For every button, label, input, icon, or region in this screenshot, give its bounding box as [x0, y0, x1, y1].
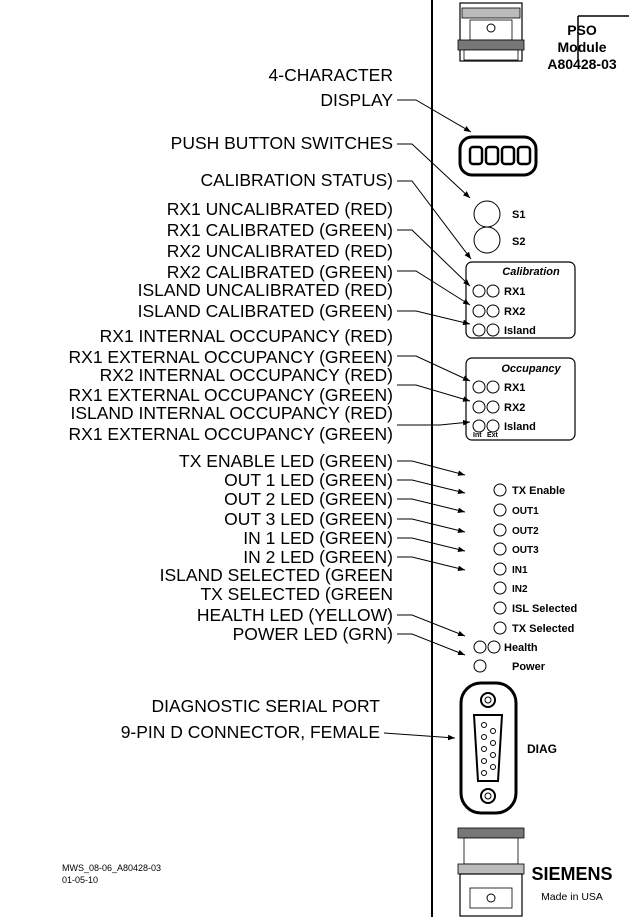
callout-cal-2: RX1 CALIBRATED (GREEN) [167, 220, 393, 240]
led-tx-enable [493, 483, 507, 497]
tx-selected-label: TX Selected [512, 623, 574, 635]
push-button-s2[interactable] [473, 226, 501, 254]
callout-diag-line-1: DIAGNOSTIC SERIAL PORT [151, 696, 380, 716]
made-in-usa: Made in USA [541, 891, 603, 903]
occ-island-label: Island [504, 421, 536, 433]
callout-led-1: TX ENABLE LED (GREEN) [179, 451, 393, 471]
s2-label: S2 [512, 236, 525, 248]
led-isl-selected [493, 601, 507, 615]
siemens-brand: SIEMENS [531, 864, 612, 884]
callout-occ-1: RX1 INTERNAL OCCUPANCY (RED) [100, 326, 393, 346]
callout-display-line-2: DISPLAY [320, 90, 393, 110]
health-label: Health [504, 642, 538, 654]
callout-led-9: HEALTH LED (YELLOW) [197, 605, 393, 625]
callout-cal-1: RX1 UNCALIBRATED (RED) [167, 199, 393, 219]
callout-display-line-1: 4-CHARACTER [269, 65, 393, 85]
callout-led-4: OUT 3 LED (GREEN) [224, 509, 393, 529]
callout-diag-line-2: 9-PIN D CONNECTOR, FEMALE [121, 722, 380, 742]
out1-label: OUT1 [512, 506, 539, 517]
drawing-date: 01-05-10 [62, 875, 98, 885]
led-power [473, 659, 487, 673]
callout-occ-4: RX1 EXTERNAL OCCUPANCY (GREEN) [69, 385, 393, 405]
bottom-ejector-handle [457, 827, 525, 917]
led-out1 [493, 503, 507, 517]
led-out3 [493, 542, 507, 556]
led-health-2 [487, 640, 501, 654]
callout-occ-3: RX2 INTERNAL OCCUPANCY (RED) [100, 365, 393, 385]
callout-led-5: IN 1 LED (GREEN) [243, 528, 393, 548]
led-in1 [493, 562, 507, 576]
module-faceplate [431, 0, 629, 917]
callout-led-7: ISLAND SELECTED (GREEN [160, 565, 393, 585]
occ-int-label: Int [473, 432, 482, 439]
cal-rx1-label: RX1 [504, 286, 525, 298]
module-title-line-3: A80428-03 [547, 56, 616, 72]
callout-occ-6: RX1 EXTERNAL OCCUPANCY (GREEN) [69, 424, 393, 444]
in2-label: IN2 [512, 584, 528, 595]
callout-occ-5: ISLAND INTERNAL OCCUPANCY (RED) [70, 403, 393, 423]
occupancy-group: Occupancy RX1 RX2 Island Int Ext [465, 357, 576, 441]
calibration-title: Calibration [502, 266, 560, 278]
led-tx-selected [493, 621, 507, 635]
cal-island-label: Island [504, 325, 536, 337]
module-title-line-2: Module [558, 39, 607, 55]
four-character-display [458, 135, 538, 177]
in1-label: IN1 [512, 565, 528, 576]
callout-calibration-status: CALIBRATION STATUS) [200, 170, 393, 190]
callout-cal-5: ISLAND UNCALIBRATED (RED) [138, 280, 393, 300]
power-label: Power [512, 661, 546, 673]
out3-label: OUT3 [512, 545, 539, 556]
cal-rx2-label: RX2 [504, 306, 525, 318]
callout-led-3: OUT 2 LED (GREEN) [224, 489, 393, 509]
diag-port-label: DIAG [527, 742, 557, 756]
callout-cal-4: RX2 CALIBRATED (GREEN) [167, 262, 393, 282]
top-ejector-handle [457, 2, 525, 62]
db9-connector[interactable] [459, 681, 518, 815]
callout-push-buttons: PUSH BUTTON SWITCHES [171, 133, 393, 153]
calibration-group: Calibration RX1 RX2 Island [465, 261, 576, 339]
occ-ext-label: Ext [487, 432, 499, 439]
callout-led-8: TX SELECTED (GREEN [200, 584, 393, 604]
callout-occ-2: RX1 EXTERNAL OCCUPANCY (GREEN) [69, 347, 393, 367]
module-title-line-1: PSO [567, 22, 597, 38]
occ-rx1-label: RX1 [504, 382, 525, 394]
led-column: TX Enable OUT1 OUT2 OUT3 IN1 IN2 ISL Sel… [473, 483, 577, 673]
callout-led-2: OUT 1 LED (GREEN) [224, 470, 393, 490]
leader-lines [383, 99, 472, 741]
out2-label: OUT2 [512, 526, 539, 537]
tx-enable-label: TX Enable [512, 485, 565, 497]
occ-rx2-label: RX2 [504, 402, 525, 414]
drawing-code: MWS_08-06_A80428-03 [62, 863, 161, 873]
s1-label: S1 [512, 209, 525, 221]
led-health-1 [473, 640, 487, 654]
isl-selected-label: ISL Selected [512, 603, 577, 615]
callout-led-6: IN 2 LED (GREEN) [243, 547, 393, 567]
occupancy-title: Occupancy [501, 363, 561, 375]
push-button-s1[interactable] [473, 200, 501, 228]
led-out2 [493, 523, 507, 537]
led-in2 [493, 581, 507, 595]
callout-cal-6: ISLAND CALIBRATED (GREEN) [138, 301, 393, 321]
callout-led-10: POWER LED (GRN) [233, 624, 393, 644]
callout-cal-3: RX2 UNCALIBRATED (RED) [167, 241, 393, 261]
